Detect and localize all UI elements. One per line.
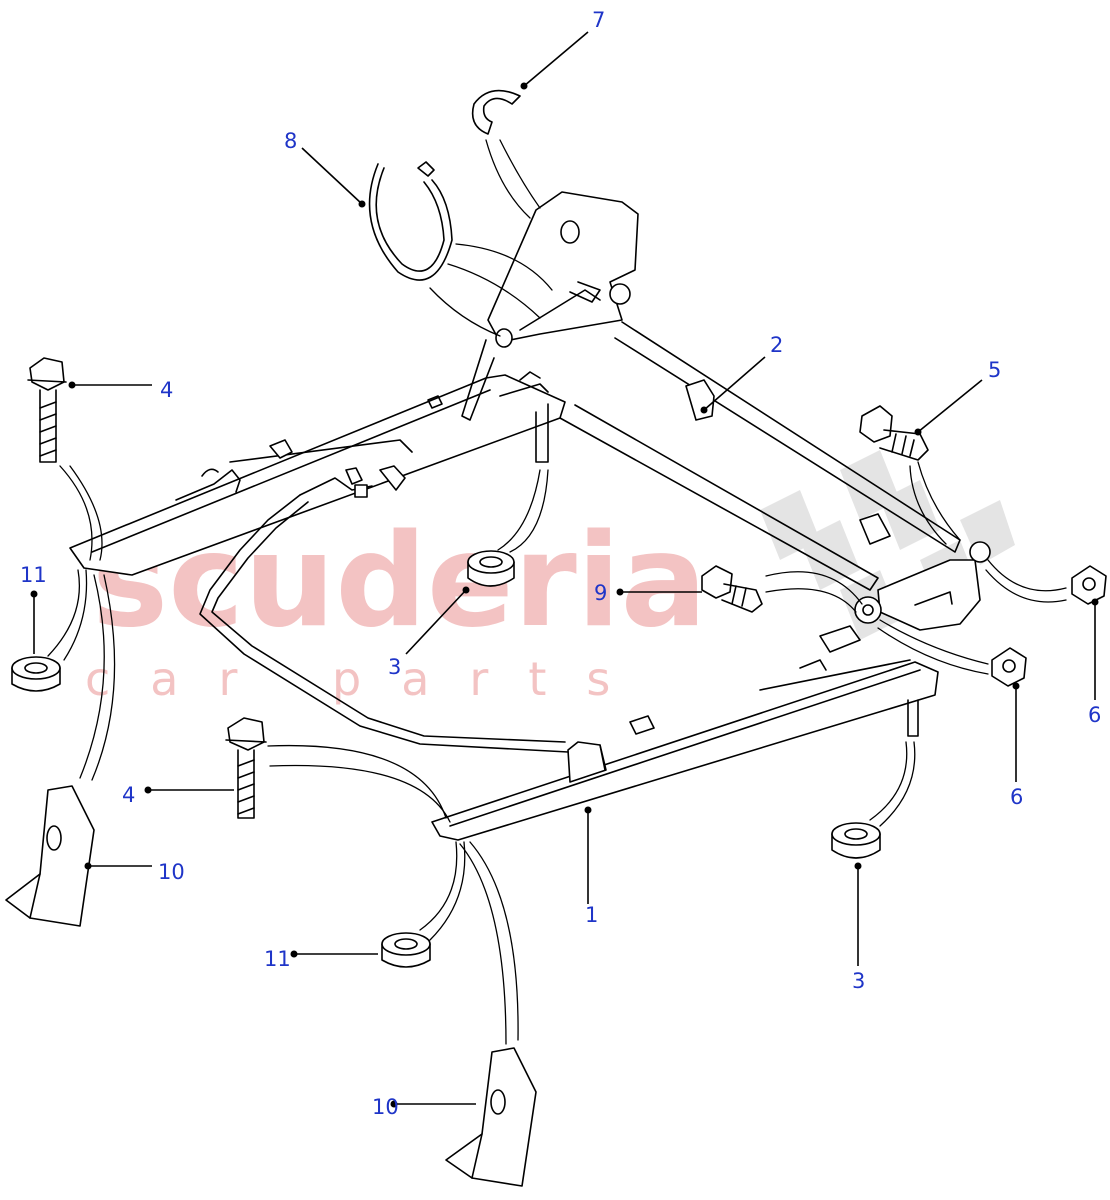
frame-crossbar [559, 321, 961, 591]
callout-part-8-spring-ring: 8 [284, 129, 297, 153]
spring-ring [368, 161, 453, 281]
callout-part-1-frame: 1 [585, 903, 598, 927]
leader-dot-c1 [584, 806, 592, 814]
support-plate-left [5, 785, 95, 927]
leader-line-c7 [523, 31, 589, 87]
callout-part-4-bolt-lower: 4 [122, 783, 135, 807]
assembly-guide-lines [47, 139, 1067, 1045]
leader-dot-c6b [1012, 682, 1020, 690]
callout-part-6-nut-lower: 6 [1010, 785, 1023, 809]
hinge-bolt [859, 405, 929, 461]
callout-leaders [30, 31, 1099, 1108]
leader-dot-c3b [854, 862, 862, 870]
leader-dot-c4a [68, 381, 76, 389]
callout-part-3-spacer-right: 3 [852, 969, 865, 993]
callout-part-5-bolt: 5 [988, 358, 1001, 382]
watermark-tagline: car parts [85, 652, 650, 706]
washer-lower [381, 932, 431, 968]
leader-line-c2 [703, 356, 766, 411]
callout-part-4-bolt-upper: 4 [160, 378, 173, 402]
leader-dot-c10a [84, 862, 92, 870]
leader-dot-c7 [520, 82, 528, 90]
callout-part-7-clip: 7 [592, 8, 605, 32]
callout-part-10-plate-left: 10 [158, 860, 185, 884]
callout-part-9-pivot-bolt: 9 [594, 581, 607, 605]
callout-part-6-nut-upper: 6 [1088, 703, 1101, 727]
left-seat-runner [69, 374, 566, 576]
leader-dot-c9 [616, 588, 624, 596]
pivot-bolt [701, 565, 763, 613]
callout-part-2-bracket: 2 [770, 333, 783, 357]
leader-dot-c2 [700, 406, 708, 414]
callout-labels: 1 2 3 3 4 4 5 6 6 7 8 9 10 10 11 11 [20, 8, 1101, 1119]
bolt-lower [225, 717, 267, 819]
callout-part-11-washer-left: 11 [20, 563, 47, 587]
leader-dot-c11b [290, 950, 298, 958]
washer-left [11, 656, 61, 692]
leader-dot-c10b [390, 1100, 398, 1108]
leader-dot-c8 [358, 200, 366, 208]
leader-dot-c3a [462, 586, 470, 594]
leader-line-c8 [301, 147, 363, 205]
bolt-upper [27, 357, 67, 463]
callout-part-3-spacer-center: 3 [388, 655, 401, 679]
leader-line-c3a [405, 589, 467, 655]
leader-dot-c6a [1091, 598, 1099, 606]
callout-part-10-plate-lower: 10 [372, 1095, 399, 1119]
retaining-clip [471, 89, 521, 135]
leader-line-c5 [917, 379, 983, 433]
nut-lower [991, 647, 1027, 687]
spacer-center [467, 550, 515, 587]
callout-part-11-washer-lower: 11 [264, 947, 291, 971]
watermark: scuderia car parts [85, 450, 1015, 706]
leader-dot-c5 [914, 428, 922, 436]
leader-dot-c11a [30, 590, 38, 598]
support-plate-lower [445, 1047, 537, 1187]
nut-upper [1071, 565, 1107, 605]
right-seat-runner [431, 659, 939, 841]
leader-dot-c4b [144, 786, 152, 794]
spacer-right [831, 822, 881, 859]
rear-hinge-bracket [819, 541, 991, 653]
wiring-loop [199, 465, 569, 753]
